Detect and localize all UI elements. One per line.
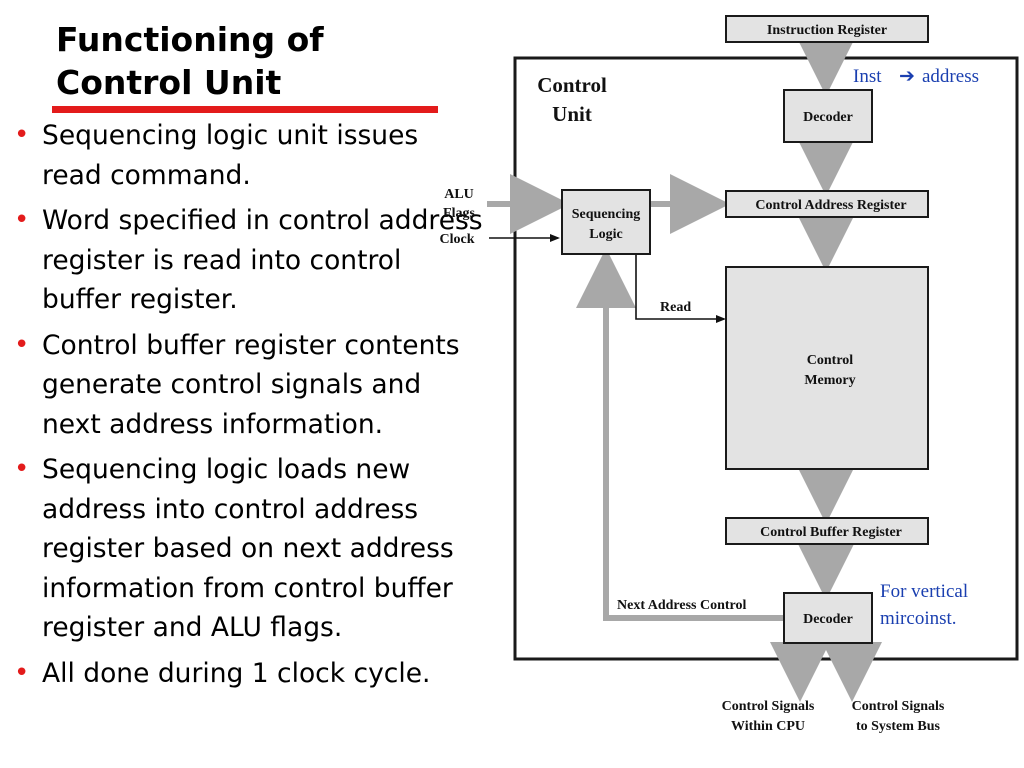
control-memory-label-line1: Control [807, 353, 854, 368]
arrow-read [635, 255, 726, 323]
bullet-item: • Word specified in control address regis… [14, 201, 484, 320]
bullet-dot-icon: • [14, 454, 30, 484]
alu-label: ALU [444, 187, 474, 202]
vertical-note-line2: mircoinst. [880, 608, 957, 629]
slide-title: Functioning of Control Unit [56, 18, 456, 104]
bullet-dot-icon: • [14, 329, 30, 360]
title-line-1: Functioning of [56, 20, 324, 59]
signals-bus-label-line2: to System Bus [856, 719, 941, 734]
signals-cpu-label-line1: Control Signals [722, 699, 815, 714]
sequencing-logic-label-line1: Sequencing [572, 207, 640, 222]
decoder-bottom-box [783, 592, 873, 644]
sequencing-logic-label-line2: Logic [589, 227, 622, 242]
address-label: address [922, 66, 979, 87]
next-address-control-label: Next Address Control [617, 598, 746, 613]
bullet-dot-icon: • [14, 120, 30, 150]
right-arrow-icon: ➔ [899, 66, 915, 87]
read-label: Read [660, 300, 691, 315]
title-line-2: Control Unit [56, 63, 282, 102]
bullet-dot-icon: • [14, 657, 30, 688]
vertical-note-line1: For vertical [880, 581, 968, 602]
signals-cpu-label-line2: Within CPU [731, 719, 805, 734]
control-unit-label-line1: Control [537, 73, 607, 97]
title-underline [52, 106, 438, 113]
instruction-register-box [725, 15, 929, 43]
bullet-text: Sequencing logic unit issues read comman… [42, 120, 419, 191]
control-address-register-label: Control Address Register [755, 198, 906, 213]
control-unit-label-line2: Unit [552, 102, 592, 126]
bullet-text: Word specified in control address regist… [42, 205, 483, 315]
bullet-text: Sequencing logic loads new address into … [42, 454, 454, 643]
instruction-register-label: Instruction Register [767, 23, 887, 38]
control-buffer-register-label: Control Buffer Register [760, 525, 902, 540]
decoder-top-box [783, 89, 873, 143]
decoder-bottom-label: Decoder [803, 612, 853, 627]
bullet-item: • Sequencing logic unit issues read comma… [14, 116, 484, 195]
control-memory-label-line2: Memory [804, 373, 855, 388]
bullet-text: Control buffer register contents generat… [42, 329, 460, 440]
control-address-register-box [725, 190, 929, 218]
bullet-item: • Control buffer register contents genera… [14, 326, 484, 445]
sequencing-logic-box [561, 189, 651, 255]
arrow-next-address-control [576, 248, 783, 621]
control-memory-box [725, 266, 929, 470]
control-buffer-register-box [725, 517, 929, 545]
inst-label: Inst [853, 66, 882, 87]
bullet-item: • Sequencing logic loads new address into… [14, 450, 484, 648]
signals-bus-label-line1: Control Signals [852, 699, 945, 714]
bullet-text: All done during 1 clock cycle. [42, 657, 431, 689]
clock-label: Clock [440, 232, 475, 247]
bullet-dot-icon: • [14, 205, 30, 235]
bullet-list: • Sequencing logic unit issues read comma… [14, 116, 484, 699]
bullet-item: • All done during 1 clock cycle. [14, 654, 484, 694]
flags-label: Flags [443, 206, 475, 221]
decoder-top-label: Decoder [803, 110, 853, 125]
